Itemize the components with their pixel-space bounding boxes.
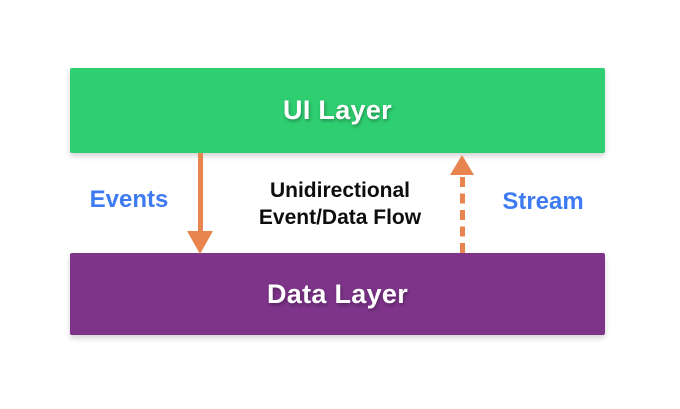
- data-layer-box: Data Layer: [70, 253, 605, 335]
- ui-layer-box: UI Layer: [70, 68, 605, 153]
- flow-caption-line2: Event/Data Flow: [258, 206, 422, 229]
- flow-caption: Unidirectional Event/Data Flow: [238, 177, 442, 231]
- arrow-down-icon: [187, 231, 213, 254]
- events-label: Events: [89, 186, 169, 213]
- flow-caption-line1: Unidirectional: [269, 179, 411, 202]
- ui-layer-label: UI Layer: [283, 95, 392, 125]
- stream-label: Stream: [502, 188, 584, 215]
- stream-arrow-shaft: [460, 177, 465, 253]
- arrow-up-icon: [450, 155, 474, 175]
- events-arrow-shaft: [198, 153, 203, 232]
- data-layer-label: Data Layer: [266, 278, 409, 309]
